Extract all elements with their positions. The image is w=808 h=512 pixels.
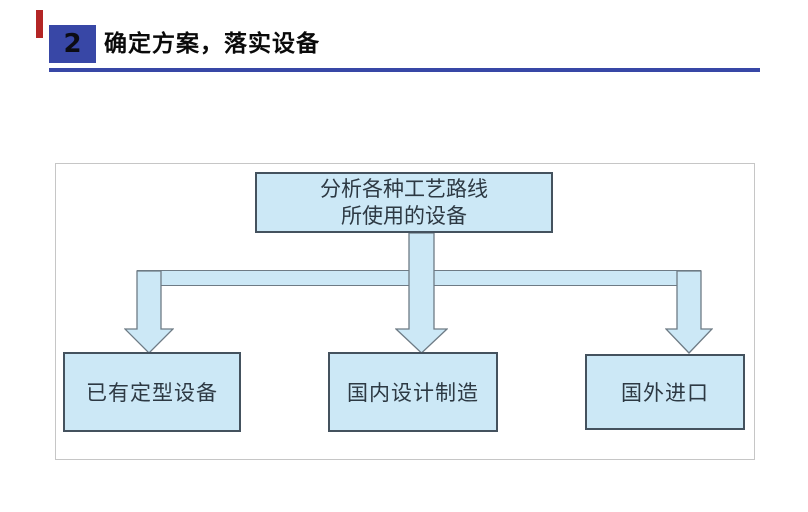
child-node-label: 国内设计制造 bbox=[347, 381, 479, 405]
section-number: 2 bbox=[63, 29, 82, 59]
flowchart-child-node-domestic-manufacture: 国内设计制造 bbox=[328, 352, 498, 432]
header-divider bbox=[49, 68, 760, 72]
section-number-badge: 2 bbox=[49, 25, 96, 63]
root-node-line2: 所使用的设备 bbox=[341, 203, 467, 228]
flowchart-child-node-existing-equipment: 已有定型设备 bbox=[63, 352, 241, 432]
down-block-arrow-right-icon bbox=[665, 270, 713, 354]
root-node-line1: 分析各种工艺路线 bbox=[320, 176, 488, 201]
page-title: 确定方案，落实设备 bbox=[104, 31, 320, 57]
down-block-arrow-left-icon bbox=[124, 270, 174, 354]
child-node-label: 国外进口 bbox=[621, 381, 709, 405]
flowchart-child-node-foreign-import: 国外进口 bbox=[585, 354, 745, 430]
down-block-arrow-center-icon bbox=[395, 233, 448, 354]
child-node-label: 已有定型设备 bbox=[86, 381, 218, 405]
flowchart-root-node: 分析各种工艺路线 所使用的设备 bbox=[255, 172, 553, 233]
red-accent-bar bbox=[36, 10, 43, 38]
